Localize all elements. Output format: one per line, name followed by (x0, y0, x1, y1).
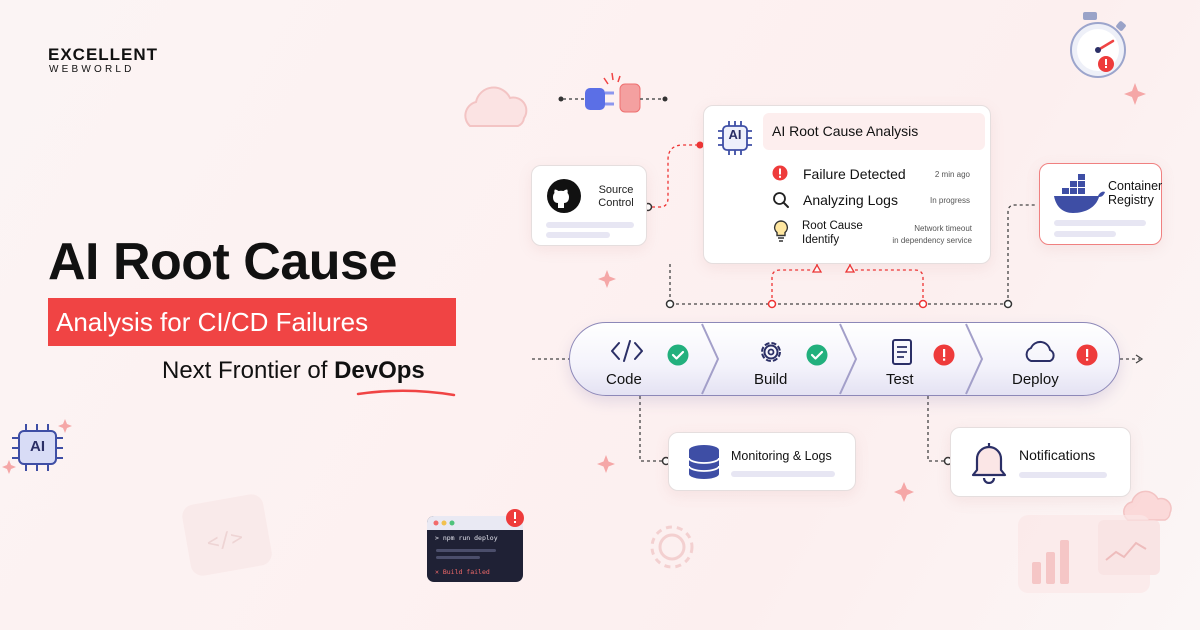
placeholder-bar (1019, 472, 1107, 478)
tagline-emphasis: DevOps (334, 357, 425, 384)
stopwatch-icon (1070, 12, 1126, 78)
stage-deploy[interactable] (1022, 340, 1058, 369)
docker-whale-icon (1054, 174, 1105, 213)
lightbulb-icon (773, 220, 789, 242)
row-root-cause-line1: Root Cause (802, 220, 863, 232)
row-root-cause-meta: Network timeout in dependency service (892, 223, 972, 247)
row-analyzing-meta: In progress (929, 196, 970, 205)
row-analyzing-label: Analyzing Logs (803, 192, 898, 208)
ai-chip-small-label: AI (30, 438, 45, 455)
decorative-cloud-icon (464, 86, 528, 127)
stage-code[interactable] (609, 338, 645, 369)
monitoring-logs-card[interactable]: Monitoring & Logs (668, 432, 856, 491)
brand-logo-line2: WEBWORLD (49, 64, 135, 75)
success-check-icon (806, 344, 828, 366)
search-icon (773, 192, 789, 208)
stage-code-label: Code (606, 371, 642, 388)
stage-test[interactable] (891, 338, 913, 371)
failed-alert-icon (1076, 344, 1098, 366)
placeholder-bar (546, 222, 634, 228)
row-root-cause-meta-line2: in dependency service (892, 236, 972, 245)
row-root-cause-label: Root Cause Identify (802, 219, 863, 247)
ai-analysis-panel[interactable]: AI AI Root Cause Analysis Failure Detect… (703, 105, 991, 264)
gear-icon (761, 342, 781, 362)
row-root-cause-meta-line1: Network timeout (914, 224, 972, 233)
failed-alert-icon (933, 344, 955, 366)
ai-chip-icon (718, 121, 752, 155)
decorative-code-tile: </> (182, 494, 272, 576)
decorative-gear-icon (650, 525, 694, 569)
row-root-cause-line2: Identify (802, 234, 840, 246)
terminal-command: > npm run deploy (435, 534, 498, 542)
placeholder-bar (1054, 220, 1146, 226)
code-icon (611, 340, 643, 362)
row-failure-label: Failure Detected (803, 166, 906, 182)
source-control-label: Source Control (592, 184, 640, 210)
placeholder-bar (1054, 231, 1116, 237)
stage-build[interactable] (756, 337, 786, 372)
stage-test-label: Test (886, 371, 914, 388)
placeholder-bar (731, 471, 835, 477)
container-registry-label: Container Registry (1108, 179, 1162, 207)
ai-chip-icon-small (12, 424, 63, 471)
decorative-chart-tile (1018, 515, 1160, 593)
cloud-icon (1025, 340, 1055, 362)
bell-icon (971, 443, 1007, 484)
headline-subtitle: Analysis for CI/CD Failures (48, 298, 456, 346)
monitoring-logs-label: Monitoring & Logs (731, 449, 832, 463)
plug-connector-icon (558, 72, 668, 113)
container-registry-label-line2: Registry (1108, 193, 1154, 207)
stage-build-label: Build (754, 371, 788, 388)
document-icon (892, 339, 912, 365)
source-control-label-line2: Control (598, 197, 634, 209)
source-control-card[interactable]: Source Control (531, 165, 647, 246)
source-control-label-line1: Source (598, 184, 634, 196)
stage-deploy-label: Deploy (1012, 371, 1059, 388)
terminal-window (427, 509, 524, 582)
database-icon (688, 445, 720, 479)
tagline-prefix: Next Frontier of (162, 357, 335, 384)
ai-chip-label: AI (728, 127, 742, 142)
brand-logo-line1: EXCELLENT (48, 45, 159, 64)
container-registry-card[interactable]: Container Registry (1039, 163, 1162, 245)
success-check-icon (667, 344, 689, 366)
alert-icon (772, 165, 788, 181)
notifications-label: Notifications (1019, 447, 1096, 463)
notifications-card[interactable]: Notifications (950, 427, 1131, 497)
ai-panel-title: AI Root Cause Analysis (763, 113, 985, 150)
github-icon (547, 179, 581, 213)
terminal-error: ✕ Build failed (435, 568, 490, 576)
tagline-underline (356, 389, 456, 397)
headline-title: AI Root Cause (48, 233, 397, 291)
decorative-sparkle-icon (2, 83, 1146, 502)
decorative-cloud-icon (1123, 490, 1172, 521)
headline-tagline: Next Frontier of DevOps (162, 357, 425, 385)
container-registry-label-line1: Container (1108, 179, 1163, 193)
placeholder-bar (546, 232, 610, 238)
row-failure-meta: 2 min ago (934, 170, 970, 179)
